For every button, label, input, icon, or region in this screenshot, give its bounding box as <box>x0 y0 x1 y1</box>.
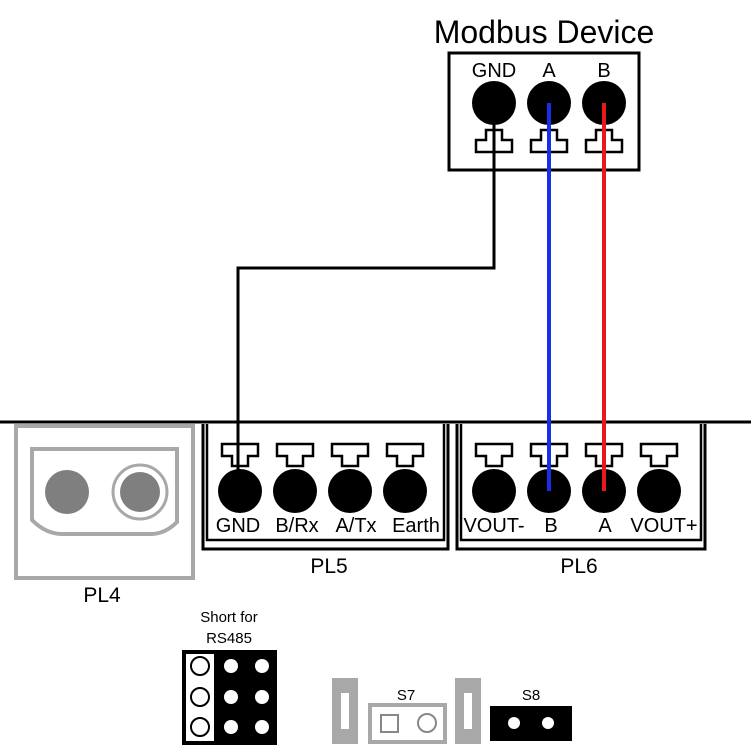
pl6-pin-label-a: A <box>598 515 612 537</box>
s8-jumper: S8 <box>490 687 572 741</box>
s7-body[interactable] <box>368 703 447 744</box>
jumper-pin-3-3[interactable] <box>255 720 269 734</box>
pl5-housing <box>201 424 450 551</box>
pl4-pin-left[interactable] <box>45 470 89 514</box>
jumper-pin-1-1[interactable] <box>190 656 210 676</box>
rs485-jumper-block: Short for RS485 <box>182 609 277 745</box>
modbus-device-title: Modbus Device <box>434 14 655 50</box>
pl6-inner-outline <box>459 424 703 542</box>
pl4-pin-right[interactable] <box>120 472 160 512</box>
s7-square-pad <box>380 714 399 733</box>
pl5-clamp-atx <box>330 442 370 468</box>
pl5-terminal-earth[interactable] <box>383 469 427 513</box>
pl5-inner-outline <box>205 424 446 542</box>
modbus-pin-label-a: A <box>542 60 556 82</box>
pl6-label: PL6 <box>560 555 597 578</box>
jumper-pin-3-2[interactable] <box>224 720 238 734</box>
jumper-label-line1: Short for <box>200 609 258 626</box>
s7-round-pad <box>417 713 437 733</box>
s8-label: S8 <box>522 687 540 704</box>
pl6-pin-label-b: B <box>544 515 557 537</box>
modbus-pin-label-gnd: GND <box>472 60 516 82</box>
pl6-clamp-voutplus <box>639 442 679 468</box>
s8-pin-left[interactable] <box>508 717 520 729</box>
jumper-pin-2-2[interactable] <box>224 690 238 704</box>
pl5-pin-label-brx: B/Rx <box>275 515 318 537</box>
pl6-connector: VOUT- B A VOUT+ PL6 <box>455 424 707 578</box>
pl5-clamp-earth <box>385 442 425 468</box>
pl5-terminal-atx[interactable] <box>328 469 372 513</box>
s7-label: S7 <box>397 687 415 704</box>
s7-slider-right-slot <box>464 693 472 729</box>
modbus-pin-label-b: B <box>597 60 610 82</box>
pl4-label: PL4 <box>83 584 121 607</box>
pl5-label: PL5 <box>310 555 347 578</box>
pl5-connector: GND B/Rx A/Tx Earth PL5 <box>201 424 450 578</box>
jumper-pin-2-1[interactable] <box>190 687 210 707</box>
s7-slider-left-slot <box>341 693 349 729</box>
pl5-terminal-brx[interactable] <box>273 469 317 513</box>
pl5-clamp-gnd <box>220 442 260 468</box>
wire-gnd <box>236 103 496 491</box>
pl5-clamp-brx <box>275 442 315 468</box>
pl6-terminal-voutplus[interactable] <box>637 469 681 513</box>
pl5-terminal-gnd[interactable] <box>218 469 262 513</box>
pl5-pin-label-gnd: GND <box>216 515 260 537</box>
pl6-terminal-voutminus[interactable] <box>472 469 516 513</box>
jumper-pin-2-3[interactable] <box>255 690 269 704</box>
s7-switch: S7 <box>332 678 481 744</box>
jumper-label-line2: RS485 <box>206 630 252 647</box>
pl5-pin-label-earth: Earth <box>392 515 440 537</box>
s8-pin-right[interactable] <box>542 717 554 729</box>
pl6-pin-label-voutplus: VOUT+ <box>630 515 697 537</box>
jumper-pin-3-1[interactable] <box>190 717 210 737</box>
jumper-pin-1-2[interactable] <box>224 659 238 673</box>
pl6-housing <box>455 424 707 551</box>
jumper-pin-1-3[interactable] <box>255 659 269 673</box>
pl6-clamp-voutminus <box>474 442 514 468</box>
pl4-connector: PL4 <box>14 424 195 607</box>
modbus-device: Modbus Device GND A B <box>434 14 655 172</box>
pl6-pin-label-voutminus: VOUT- <box>463 515 524 537</box>
pl5-pin-label-atx: A/Tx <box>335 515 376 537</box>
s8-header <box>490 706 572 741</box>
